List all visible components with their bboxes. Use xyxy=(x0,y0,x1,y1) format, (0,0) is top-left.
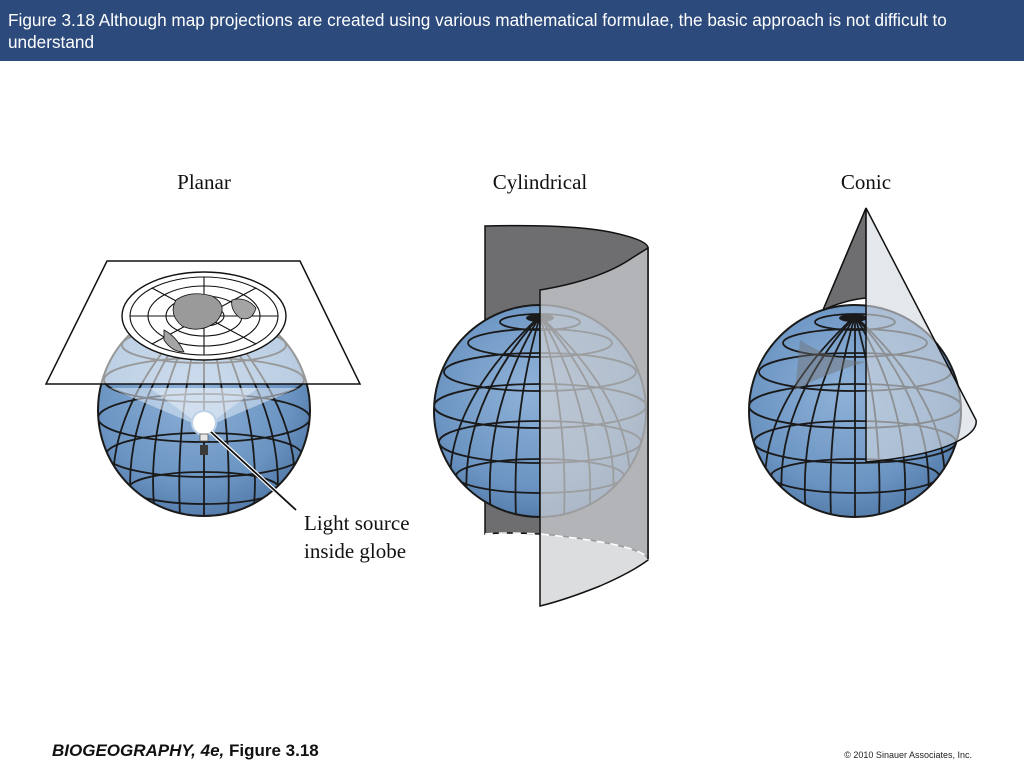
figure-reference: Figure 3.18 xyxy=(229,741,319,760)
caption-bar: Figure 3.18 Although map projections are… xyxy=(0,0,1024,61)
figure-caption: Figure 3.18 Although map projections are… xyxy=(8,10,947,52)
conic-projection: Conic xyxy=(748,170,977,518)
cone-front-surface xyxy=(822,207,977,463)
callout-line-2: inside globe xyxy=(304,539,406,563)
cylinder-front-surface xyxy=(484,246,649,607)
map-projections-diagram: Planar xyxy=(44,170,977,607)
book-reference: BIOGEOGRAPHY, 4e, Figure 3.18 xyxy=(52,741,319,761)
copyright-notice: © 2010 Sinauer Associates, Inc. xyxy=(844,750,972,760)
planar-projection-plane xyxy=(44,260,362,385)
light-source-leader-line xyxy=(209,430,298,512)
planar-projection: Planar xyxy=(44,170,410,563)
planar-label: Planar xyxy=(177,170,231,194)
cylindrical-label: Cylindrical xyxy=(493,170,588,194)
cylindrical-projection: Cylindrical xyxy=(433,170,649,607)
book-title: BIOGEOGRAPHY, 4e, xyxy=(52,741,225,760)
conic-label: Conic xyxy=(841,170,891,194)
light-bulb-icon xyxy=(191,410,217,455)
callout-line-1: Light source xyxy=(304,511,410,535)
